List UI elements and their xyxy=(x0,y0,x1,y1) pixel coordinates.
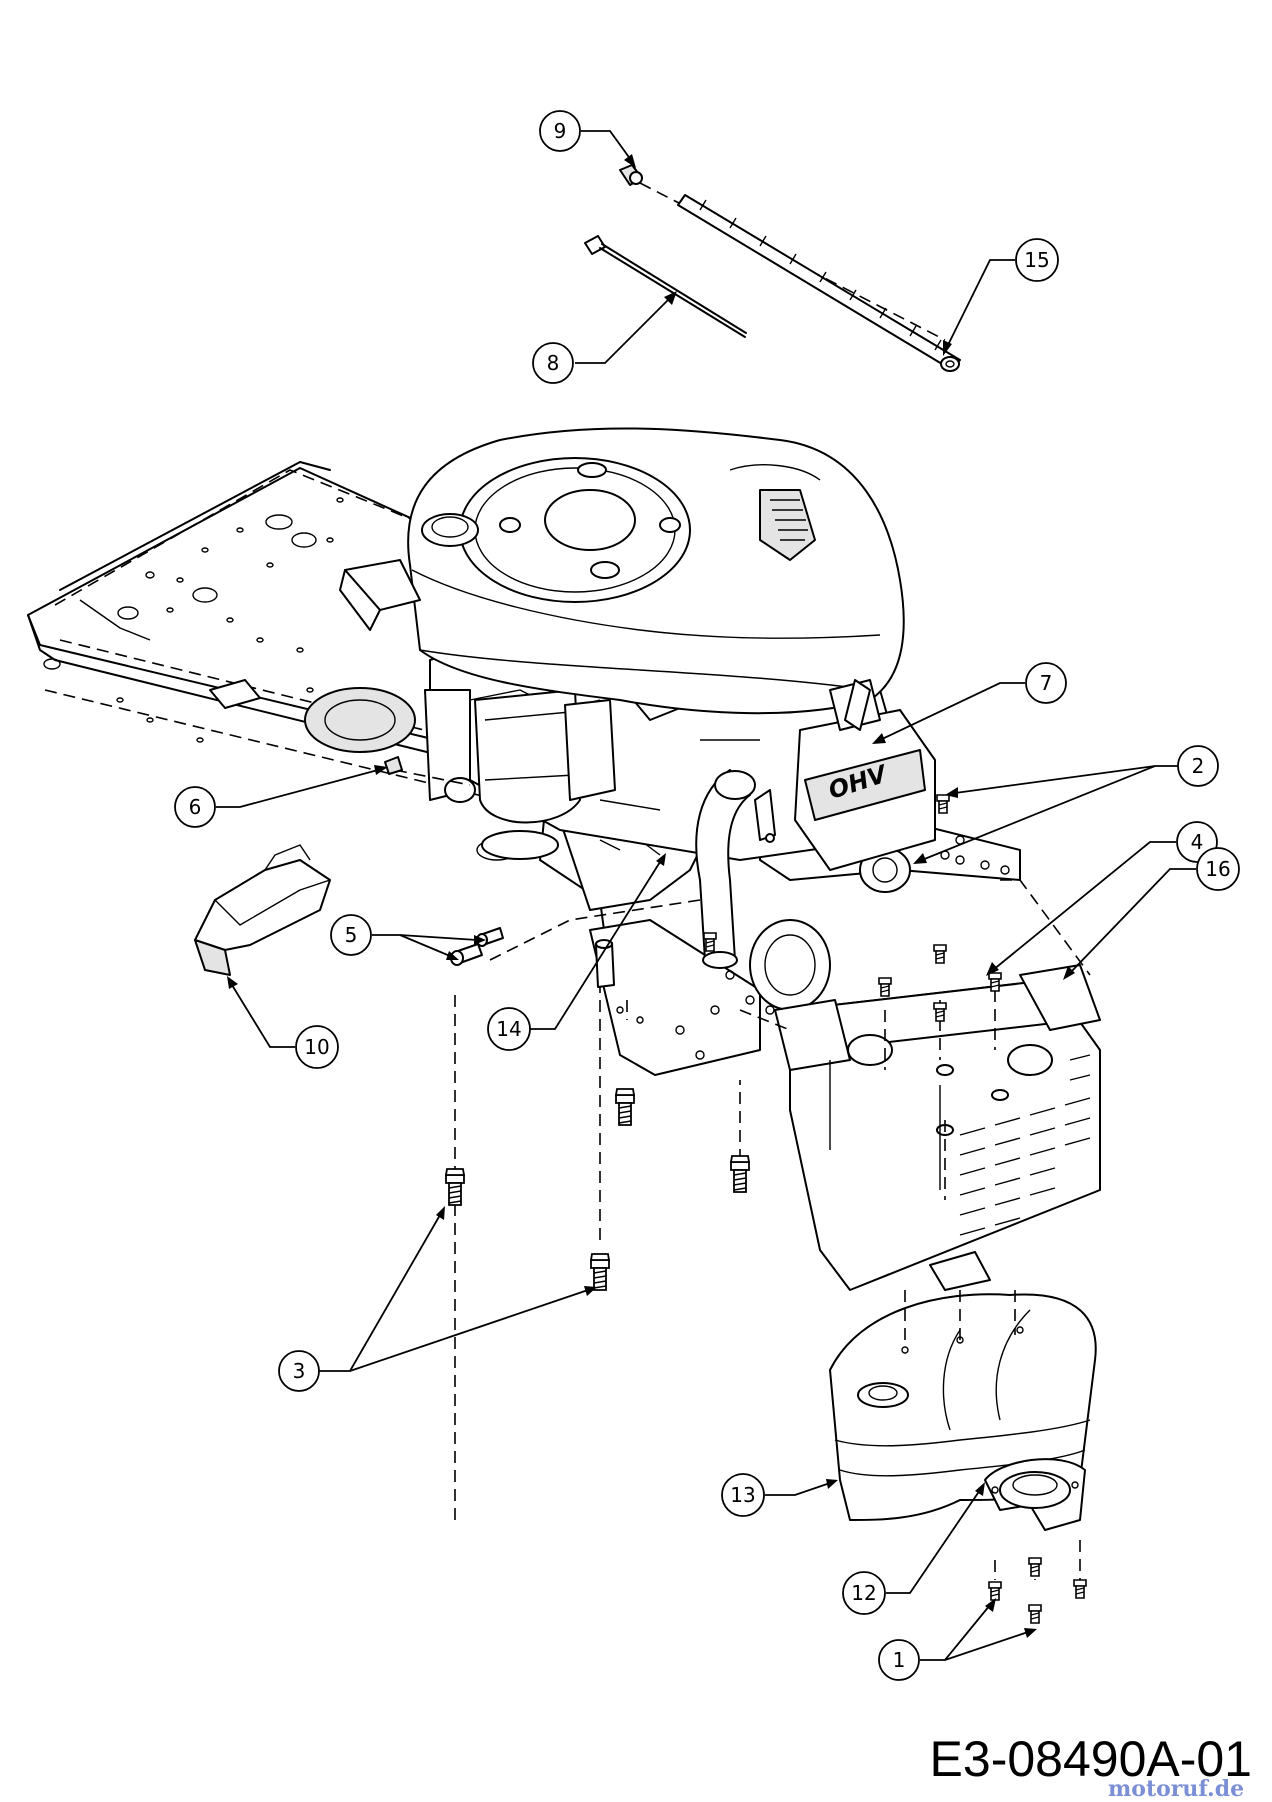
callout-1-label: 1 xyxy=(893,1648,906,1672)
part-cable-tie xyxy=(584,235,747,338)
callout-16-label: 16 xyxy=(1205,857,1230,881)
bolt-4d xyxy=(988,972,1002,992)
screw-5a xyxy=(450,943,483,966)
bolt-2a xyxy=(936,794,950,814)
muffler-deflector xyxy=(984,1458,1086,1531)
screw-5b xyxy=(476,927,504,947)
bolt-frame-a xyxy=(615,1088,635,1126)
exhaust-shield xyxy=(774,964,1101,1349)
callout-8: 8 xyxy=(532,342,574,384)
drawing-number: E3-08490A-01 xyxy=(929,1731,1252,1787)
callout-2: 2 xyxy=(1177,745,1219,787)
callout-9: 9 xyxy=(539,110,581,152)
callout-3-label: 3 xyxy=(293,1359,306,1383)
bolt-4a xyxy=(878,977,892,997)
callout-16: 16 xyxy=(1196,847,1240,891)
bolt-1d xyxy=(1073,1579,1087,1599)
callout-8-label: 8 xyxy=(547,351,560,375)
callout-7-label: 7 xyxy=(1040,671,1053,695)
bolt-3b xyxy=(590,1253,610,1291)
callout-6: 6 xyxy=(174,786,216,828)
bolt-1c xyxy=(1028,1557,1042,1577)
part-clip xyxy=(619,164,643,186)
callout-7: 7 xyxy=(1025,662,1067,704)
leader-lines xyxy=(216,130,1196,1661)
callout-15: 15 xyxy=(1015,238,1059,282)
engine: OHV xyxy=(339,427,936,969)
bolt-2b xyxy=(703,932,717,952)
callout-12: 12 xyxy=(842,1571,886,1615)
spacer-14 xyxy=(595,939,615,988)
callout-10-label: 10 xyxy=(304,1035,329,1059)
callout-10: 10 xyxy=(295,1025,339,1069)
bolt-3a xyxy=(445,1168,465,1206)
bolt-1a xyxy=(988,1581,1002,1601)
callout-5: 5 xyxy=(330,914,372,956)
nut-6 xyxy=(384,756,403,775)
callout-12-label: 12 xyxy=(851,1581,876,1605)
bolt-4b xyxy=(933,944,947,964)
callout-3: 3 xyxy=(278,1350,320,1392)
callout-5-label: 5 xyxy=(345,923,358,947)
callout-13-label: 13 xyxy=(730,1483,755,1507)
callout-14: 14 xyxy=(487,1007,531,1051)
callout-15-label: 15 xyxy=(1024,248,1049,272)
callout-13: 13 xyxy=(721,1473,765,1517)
part-guard xyxy=(194,844,331,976)
callout-4-label: 4 xyxy=(1191,830,1204,854)
callout-2-label: 2 xyxy=(1192,754,1205,778)
bolt-1b xyxy=(1028,1604,1042,1624)
watermark-logo: motoruf.de xyxy=(1108,1776,1245,1802)
bolt-frame-b xyxy=(730,1155,750,1193)
callout-1: 1 xyxy=(878,1639,920,1681)
callout-14-label: 14 xyxy=(496,1017,521,1041)
part-rod xyxy=(677,194,961,372)
callout-9-label: 9 xyxy=(554,119,567,143)
callout-6-label: 6 xyxy=(189,795,202,819)
bolt-4c xyxy=(933,1002,947,1022)
